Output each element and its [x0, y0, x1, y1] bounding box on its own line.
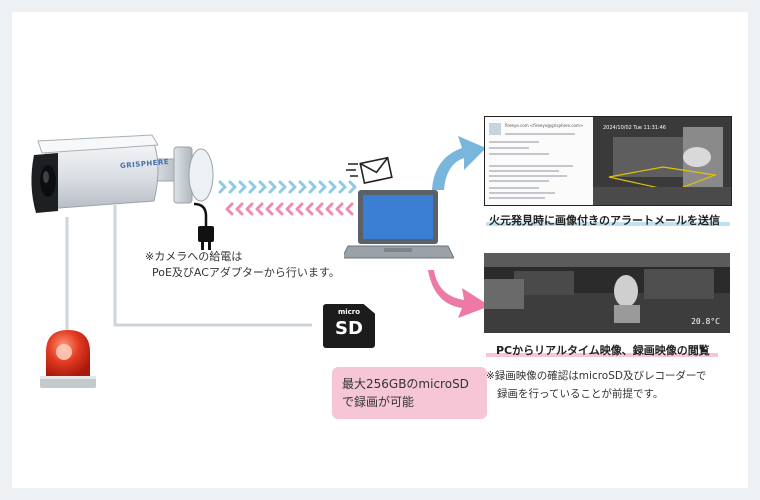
live-temperature-readout: 20.8°C	[691, 317, 720, 326]
laptop-icon	[344, 190, 454, 259]
thermal-timestamp: 2024/10/02 Tue 11:31:46	[603, 125, 666, 131]
to-live-view-arrow-icon	[428, 270, 490, 318]
email-caption-underline	[486, 222, 730, 226]
live-view-screenshot: 20.8°C	[484, 253, 730, 333]
wireless-signal-arrows	[218, 180, 357, 216]
power-note-line1: ※カメラへの給電は	[145, 250, 243, 263]
microsd-card-main-label: SD	[335, 318, 363, 339]
alert-email-screenshot: fireeye.com <fireeye@grisphere.com> 2024…	[484, 116, 732, 206]
microsd-description-box: 最大256GBのmicroSD で録画が可能	[332, 367, 487, 419]
outgoing-signal-arrow	[218, 180, 357, 194]
incoming-signal-arrow	[225, 202, 354, 216]
power-note-line2: PoE及びACアダプターから行います。	[152, 266, 340, 279]
to-email-arrow-icon	[432, 136, 486, 190]
email-body-panel: fireeye.com <fireeye@grisphere.com>	[485, 117, 593, 205]
live-view-caption: PCからリアルタイム映像、録画映像の閲覧	[496, 344, 710, 357]
alarm-light-icon	[40, 330, 96, 388]
email-text-lines	[489, 123, 575, 199]
diagram-canvas: GRISPHERE ※カメラへの給電は PoE及びACアダプターから行います。	[12, 12, 748, 488]
alert-email-caption: 火元発見時に画像付きのアラートメールを送信	[489, 214, 720, 227]
email-envelope-icon	[346, 156, 393, 185]
microsd-desc-line2: で録画が可能	[342, 395, 415, 409]
recording-note-line1: ※録画映像の確認はmicroSD及びレコーダーで	[486, 370, 707, 382]
camera-to-sd-line	[113, 205, 312, 327]
thermal-scene	[593, 117, 731, 205]
connector-lines	[65, 205, 312, 330]
bullet-camera-icon	[31, 134, 214, 213]
recording-note-line2: 録画を行っていることが前提です。	[497, 388, 664, 400]
thermal-snapshot: 2024/10/02 Tue 11:31:46	[593, 117, 731, 205]
power-plug-icon	[193, 202, 214, 250]
email-sender: fireeye.com <fireeye@grisphere.com>	[505, 123, 584, 128]
live-caption-underline	[486, 353, 718, 357]
microsd-card-top-label: micro	[337, 308, 361, 316]
microsd-desc-line1: 最大256GBのmicroSD	[342, 377, 469, 391]
microsd-card-icon: micro SD	[323, 304, 375, 348]
live-thermal-scene	[484, 253, 730, 333]
